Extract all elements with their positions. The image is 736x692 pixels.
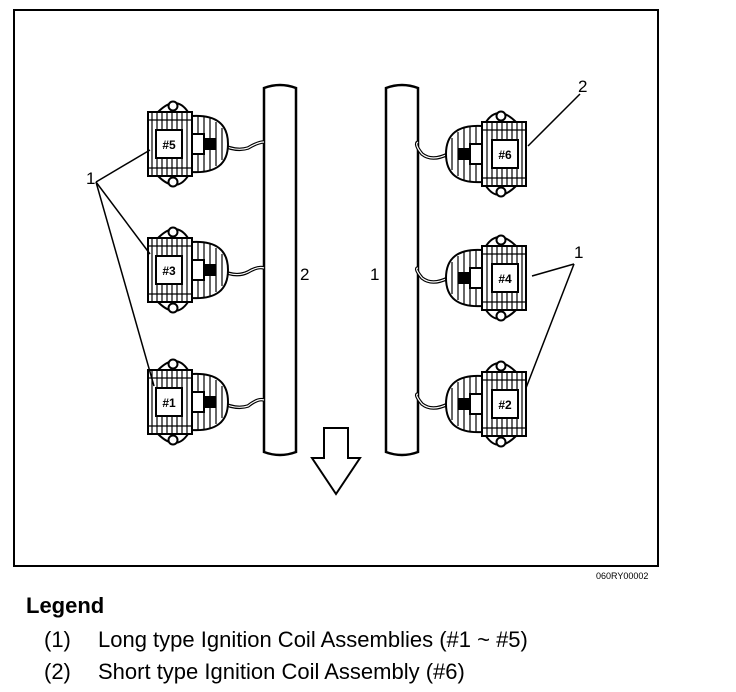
coil-label: #6 [498,148,512,162]
legend-item-text: Short type Ignition Coil Assembly (#6) [98,659,465,684]
coil-label: #1 [162,396,176,410]
legend-item-number: (1) [44,627,71,652]
coil-assembly: #4 [446,236,526,321]
legend-item: (1) Long type Ignition Coil Assemblies (#… [44,627,528,653]
coil-assembly: #2 [446,362,526,447]
coil-assembly: #1 [147,358,229,446]
diagram-frame: #5 #3 #1 #6 #4 #2 1 2 2 1 1 [13,9,659,567]
callout-1-right: 1 [574,243,583,262]
callout-2-right: 2 [578,77,587,96]
coil-label: #4 [498,272,512,286]
down-arrow-icon [310,427,362,496]
coil-assembly: #5 [147,100,229,188]
legend-item-number: (2) [44,659,71,684]
coil-label: #3 [162,264,176,278]
legend-item: (2) Short type Ignition Coil Assembly (#6… [44,659,465,685]
figure-code: 060RY00002 [596,571,649,581]
coil-assembly: #6 [446,112,526,197]
legend-item-text: Long type Ignition Coil Assemblies (#1 ~… [98,627,528,652]
legend-title: Legend [26,593,105,618]
callout-2-rail: 2 [300,265,309,284]
callout-1-left: 1 [86,169,95,188]
coil-assembly: #3 [147,226,229,314]
callout-1-rail: 1 [370,265,379,284]
coil-label: #2 [498,398,512,412]
coil-label: #5 [162,138,176,152]
